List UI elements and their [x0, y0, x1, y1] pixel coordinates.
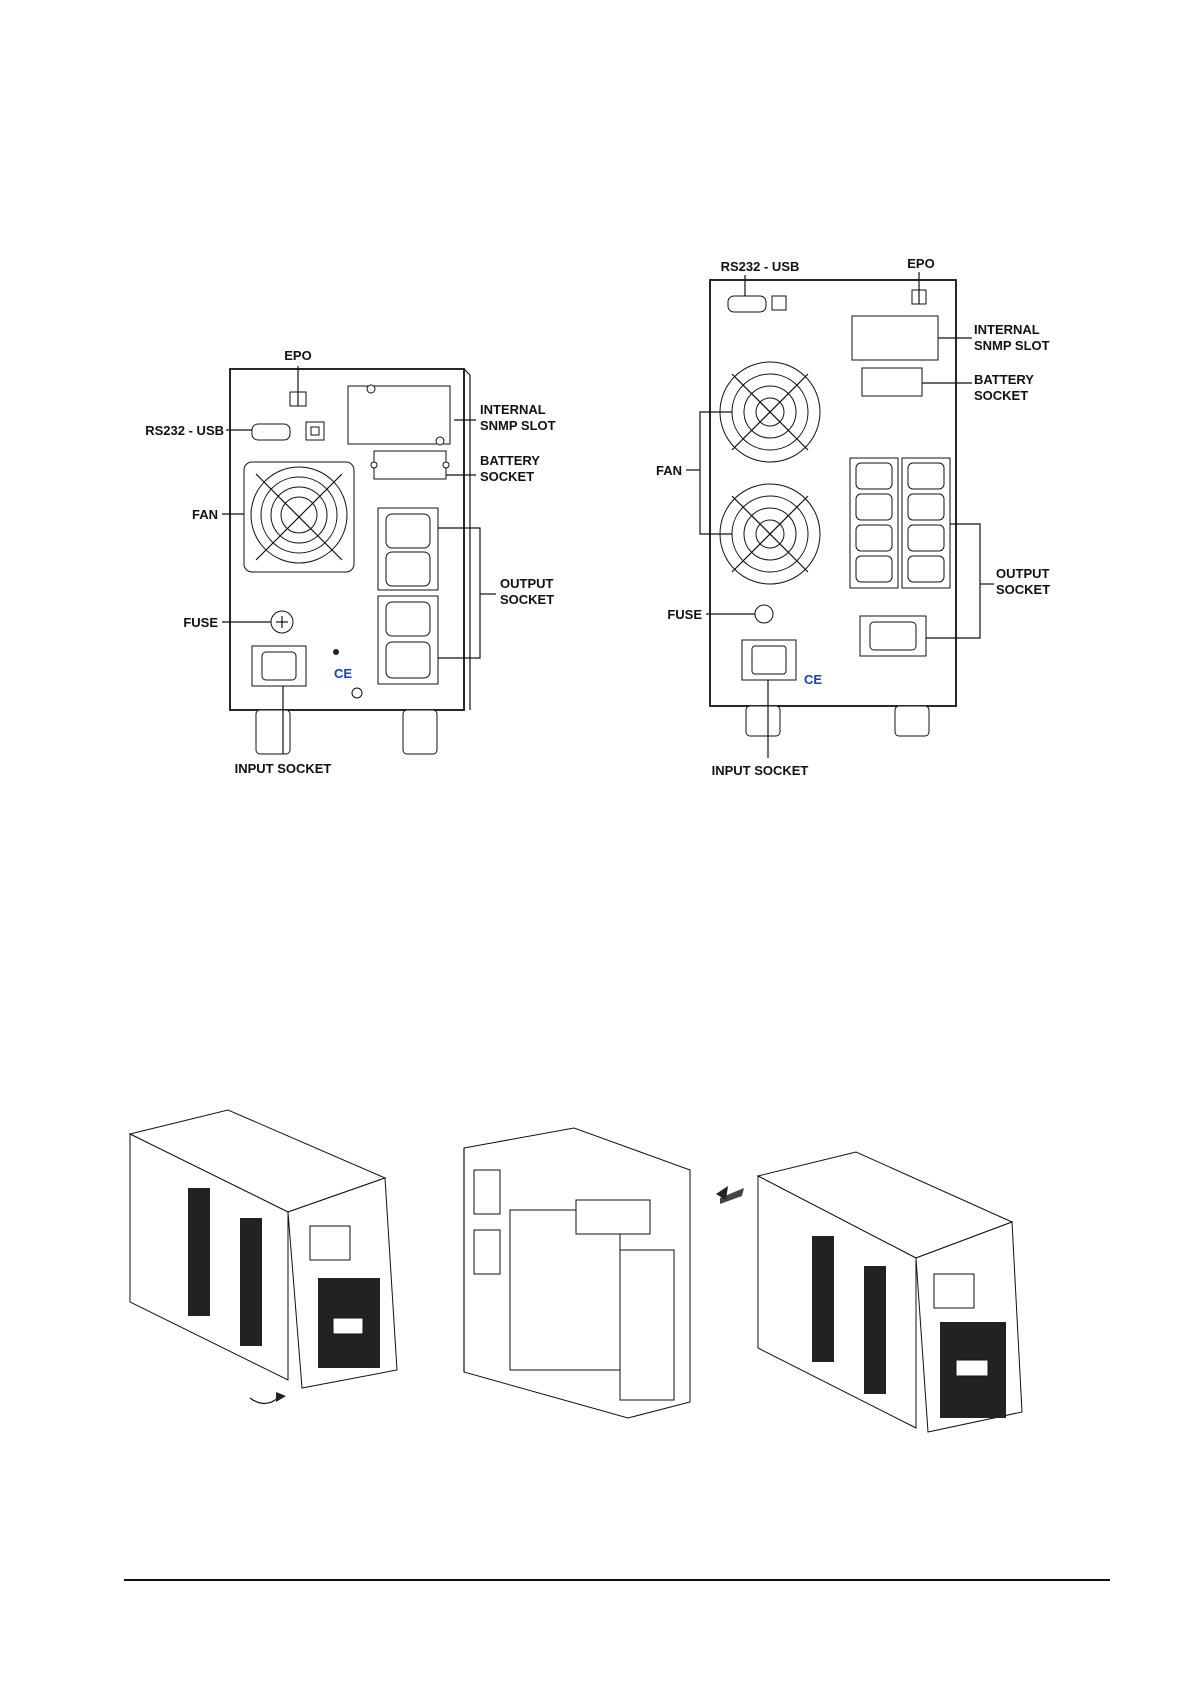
- ups-internal-battery-pack: [464, 1128, 744, 1418]
- right-foot: [403, 710, 437, 754]
- left-ups-rear-diagram: EPO RS232 - USB INTERNAL SNMP SLOT BATTE…: [145, 348, 555, 776]
- label-battery: BATTERY: [480, 453, 540, 468]
- ups-assembled: [758, 1152, 1022, 1432]
- label-fan: FAN: [192, 507, 218, 522]
- label-fuse: FUSE: [667, 607, 702, 622]
- ce-mark: CE: [334, 666, 352, 681]
- fan-grille-lower: [720, 484, 820, 584]
- label-fan: FAN: [656, 463, 682, 478]
- output-socket-group: [378, 508, 438, 684]
- fan-grille-upper: [720, 362, 820, 462]
- label-output: OUTPUT: [500, 576, 554, 591]
- left-foot: [256, 710, 290, 754]
- label-output-socket: SOCKET: [500, 592, 554, 607]
- label-battery-socket: SOCKET: [974, 388, 1028, 403]
- label-battery: BATTERY: [974, 372, 1034, 387]
- label-rs232-usb: RS232 - USB: [145, 423, 224, 438]
- ups-front-panel-removal: [130, 1110, 397, 1404]
- label-rs232-usb: RS232 - USB: [721, 259, 800, 274]
- snmp-slot: [852, 316, 938, 360]
- label-input-socket: INPUT SOCKET: [712, 763, 809, 778]
- rs232-port: [252, 424, 290, 440]
- usb-port: [772, 296, 786, 310]
- fuse-holder: [755, 605, 773, 623]
- fan-grille: [244, 462, 354, 572]
- label-snmp-slot: SNMP SLOT: [974, 338, 1050, 353]
- label-snmp-slot: SNMP SLOT: [480, 418, 556, 433]
- rs232-port: [728, 296, 766, 312]
- installation-illustration: [130, 1110, 1022, 1432]
- label-input-socket: INPUT SOCKET: [235, 761, 332, 776]
- battery-socket-plate: [862, 368, 922, 396]
- label-epo: EPO: [284, 348, 311, 363]
- label-internal: INTERNAL: [974, 322, 1040, 337]
- snmp-slot: [348, 386, 450, 444]
- ce-mark: CE: [804, 672, 822, 687]
- label-epo: EPO: [907, 256, 934, 271]
- battery-socket-plate: [374, 451, 446, 479]
- label-output: OUTPUT: [996, 566, 1050, 581]
- label-output-socket: SOCKET: [996, 582, 1050, 597]
- label-battery-socket: SOCKET: [480, 469, 534, 484]
- label-internal: INTERNAL: [480, 402, 546, 417]
- right-ups-rear-diagram: RS232 - USB EPO INTERNAL SNMP SLOT BATTE…: [656, 256, 1050, 778]
- label-fuse: FUSE: [183, 615, 218, 630]
